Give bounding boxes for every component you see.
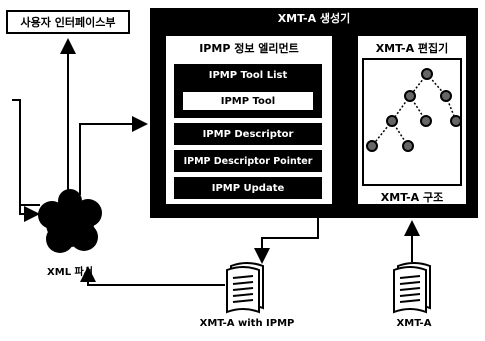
generator-title: XMT-A 생성기 bbox=[150, 8, 478, 28]
update-label: IPMP Update bbox=[212, 183, 285, 194]
doc-icon bbox=[392, 262, 436, 314]
parser-blob bbox=[30, 185, 110, 265]
doc-ipmp-icon bbox=[225, 262, 269, 314]
tree-node bbox=[387, 116, 397, 126]
descriptor-label: IPMP Descriptor bbox=[203, 129, 294, 140]
tree-node bbox=[367, 141, 377, 151]
tool-label: IPMP Tool bbox=[221, 96, 275, 107]
ui-label: 사용자 인터페이스부 bbox=[21, 14, 116, 30]
doc-label: XMT-A bbox=[372, 318, 456, 329]
ui-box: 사용자 인터페이스부 bbox=[6, 10, 130, 34]
tree-node bbox=[441, 91, 451, 101]
tool-box: IPMP Tool bbox=[181, 90, 315, 112]
arrow-generator-to-doc bbox=[262, 218, 318, 262]
editor-panel-title: XMT-A 편집기 bbox=[356, 40, 468, 56]
parser-label: XML 파서 bbox=[30, 263, 110, 278]
tree-node bbox=[451, 116, 461, 126]
descriptor-pointer-label: IPMP Descriptor Pointer bbox=[184, 156, 313, 167]
tree-diagram bbox=[362, 58, 462, 186]
structure-label: XMT-A 구조 bbox=[356, 189, 468, 205]
descriptor-pointer-box: IPMP Descriptor Pointer bbox=[174, 150, 322, 172]
doc-ipmp-label: XMT-A with IPMP bbox=[195, 318, 299, 329]
tree-node bbox=[421, 116, 431, 126]
descriptor-box: IPMP Descriptor bbox=[174, 123, 322, 145]
tree-node bbox=[403, 141, 413, 151]
tree-node bbox=[405, 91, 415, 101]
tool-list-label: IPMP Tool List bbox=[174, 64, 322, 86]
tree-node bbox=[422, 69, 432, 79]
update-box: IPMP Update bbox=[174, 177, 322, 199]
ipmp-panel-title: IPMP 정보 엘리먼트 bbox=[164, 40, 334, 56]
